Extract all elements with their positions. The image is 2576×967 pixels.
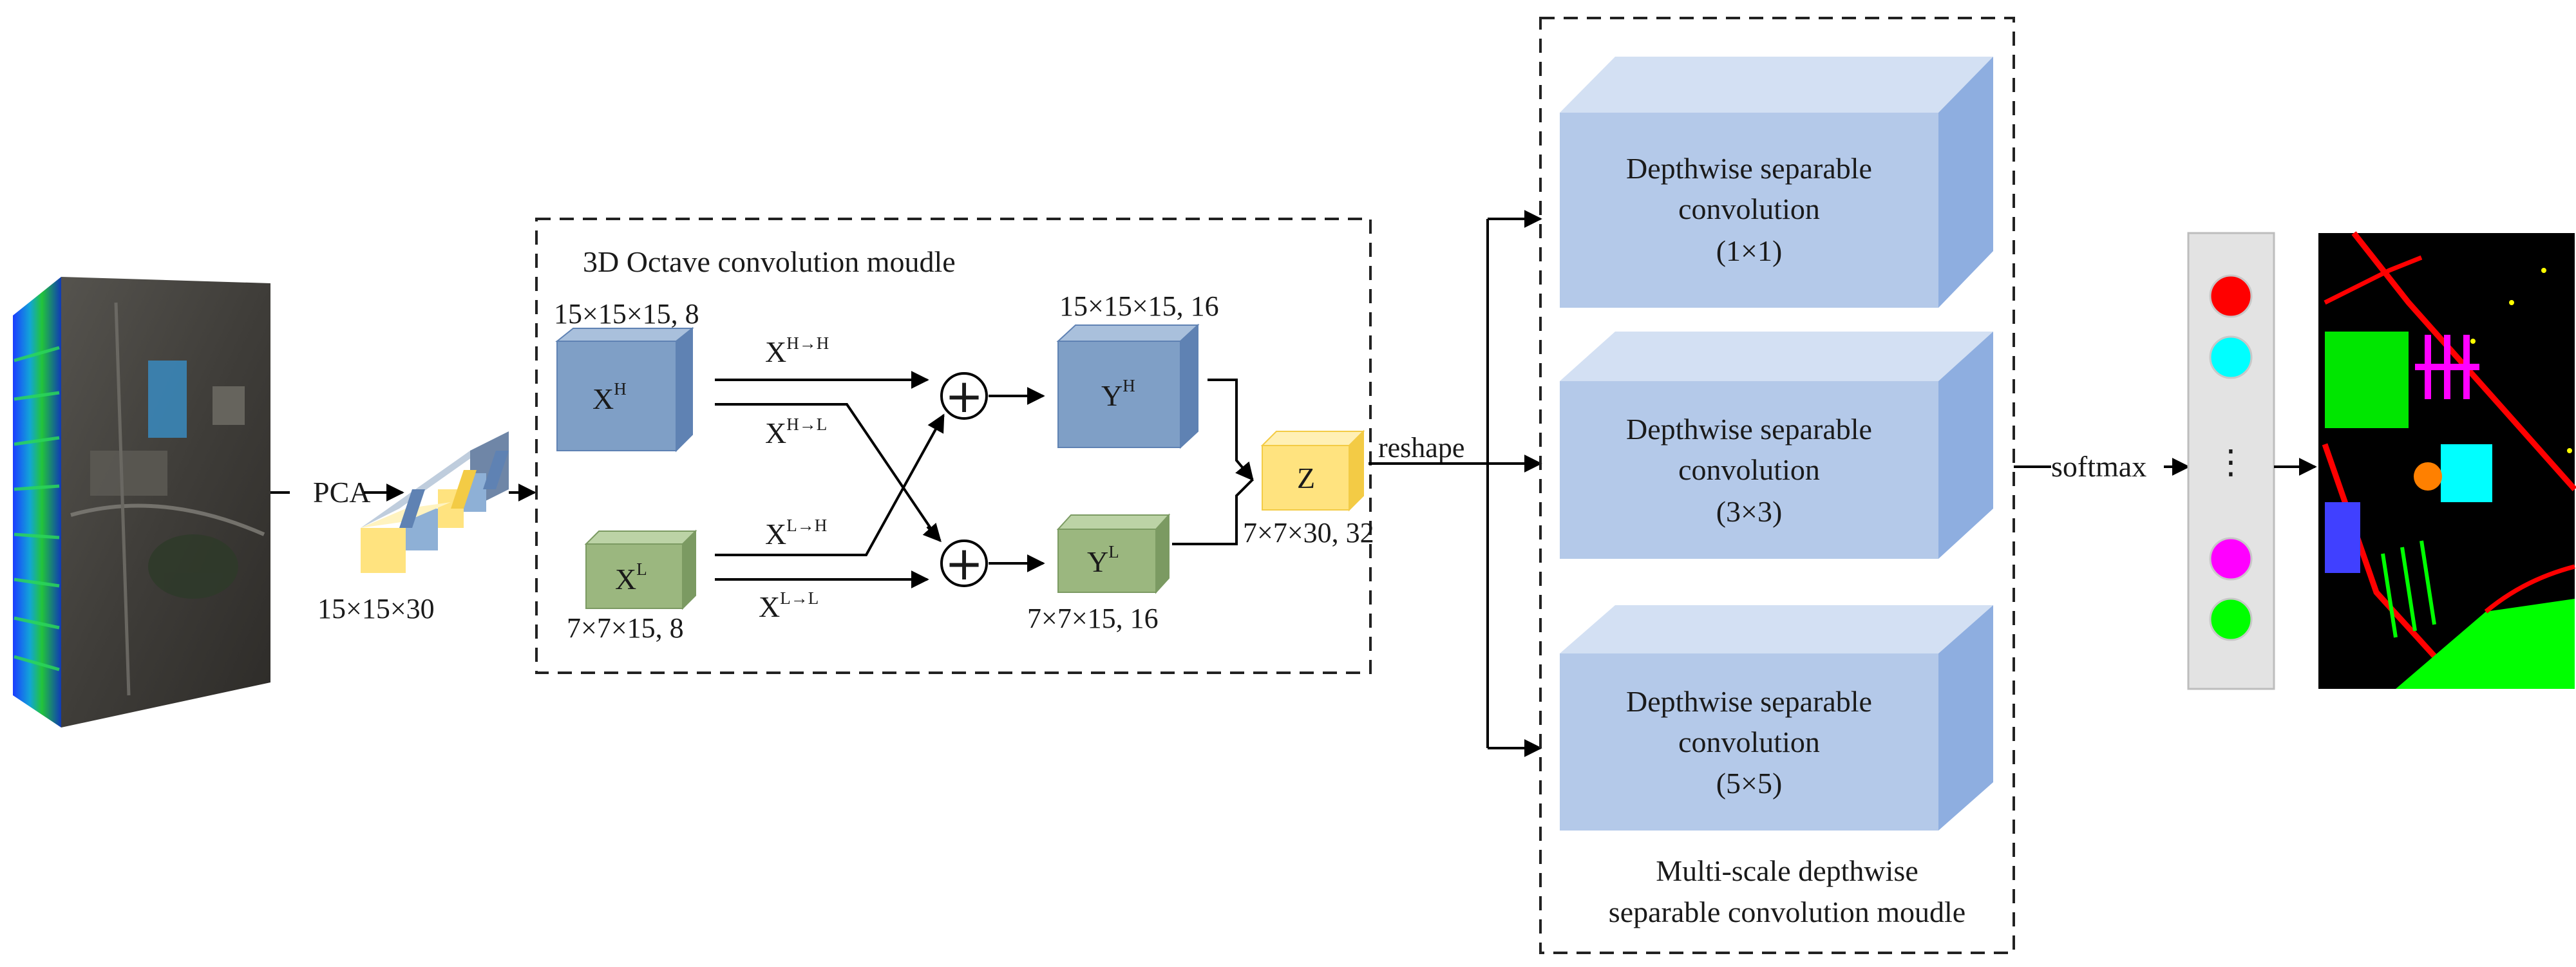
conv-5x5-kernel: (5×5) [1716, 767, 1783, 800]
x-lh-label: XL→H [765, 516, 827, 550]
z-dims: 7×7×30, 32 [1243, 517, 1374, 549]
classification-map [2318, 231, 2576, 689]
xl-label: XL [615, 559, 647, 596]
xh-cube [555, 326, 694, 453]
reshape-arrows [1368, 210, 1542, 757]
yl-label: YL [1087, 542, 1119, 578]
yl-dims: 7×7×15, 16 [1027, 603, 1159, 634]
pca-label: PCA [313, 476, 370, 509]
conv-5x5-line1: Depthwise separable [1626, 685, 1872, 718]
octave-module-title: 3D Octave convolution moudle [583, 245, 956, 278]
conv-5x5-line2: convolution [1678, 726, 1820, 758]
svg-text:+: + [945, 369, 983, 423]
hyperspectral-input-cube [13, 277, 270, 728]
xh-label: XH [592, 379, 627, 415]
conv-3x3-line1: Depthwise separable [1626, 413, 1872, 446]
aerial-scene [70, 302, 265, 696]
class-dot-cyan [2209, 335, 2253, 379]
z-cube [1260, 429, 1365, 512]
x-ll-label: XL→L [759, 588, 819, 623]
x-hl-label: XH→L [765, 415, 827, 449]
conv-block-5x5 [1560, 605, 1993, 831]
class-dot-green [2209, 597, 2253, 641]
multiscale-module-box [1539, 17, 2015, 954]
conv-1x1-kernel: (1×1) [1716, 234, 1783, 267]
yh-label: YH [1101, 376, 1135, 412]
class-ellipsis: ⋮ [2214, 443, 2248, 482]
octave-module-box [535, 218, 1372, 674]
sum-node-high: + [940, 369, 988, 423]
svg-text:+: + [945, 536, 983, 590]
conv-3x3-line2: convolution [1678, 453, 1820, 486]
class-dot-magenta [2209, 537, 2253, 581]
conv-3x3-kernel: (3×3) [1716, 495, 1783, 528]
octave-arrows [715, 371, 1045, 588]
conv-1x1-line1: Depthwise separable [1626, 152, 1872, 185]
yh-cube [1056, 323, 1200, 449]
reshape-label: reshape [1378, 432, 1464, 464]
conv-block-3x3 [1560, 332, 1993, 559]
class-dot-red [2209, 274, 2253, 318]
pca-reduced-cube [361, 431, 509, 573]
yl-cube [1056, 513, 1171, 594]
spectral-stripes [14, 346, 60, 671]
sum-node-low: + [940, 536, 988, 590]
conv-block-1x1 [1560, 57, 1993, 308]
merge-arrows [1172, 379, 1254, 545]
softmax-label: softmax [2051, 450, 2146, 483]
xh-dims: 15×15×15, 8 [554, 298, 699, 330]
x-hh-label: XH→H [765, 333, 829, 368]
xl-cube [584, 529, 697, 610]
xl-dims: 7×7×15, 8 [567, 612, 684, 644]
multiscale-title-line2: separable convolution moudle [1609, 896, 1965, 928]
multiscale-title-line1: Multi-scale depthwise [1656, 854, 1918, 887]
conv-1x1-line2: convolution [1678, 192, 1820, 225]
yh-dims: 15×15×15, 16 [1059, 290, 1219, 322]
z-label: Z [1297, 462, 1315, 494]
input-dims: 15×15×30 [317, 593, 435, 624]
